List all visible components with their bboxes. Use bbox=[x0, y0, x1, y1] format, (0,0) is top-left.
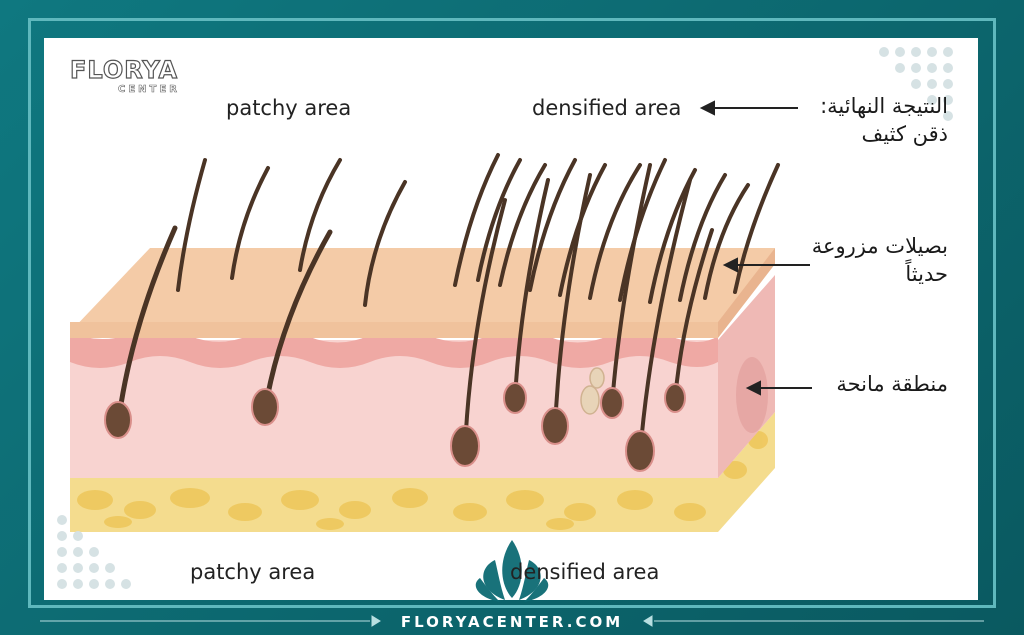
skin-surface bbox=[70, 248, 775, 332]
skin-side-edge bbox=[718, 248, 775, 338]
logo-sub-text: CENTER bbox=[118, 84, 180, 96]
annotation-donor-area: منطقة مانحة bbox=[836, 372, 948, 396]
fat-layer bbox=[70, 412, 775, 532]
footer: FLORYACENTER.COM bbox=[0, 606, 1024, 635]
dense-follicles bbox=[453, 153, 780, 457]
skin-front-edge bbox=[70, 322, 718, 338]
lotus-logo-icon bbox=[475, 540, 549, 602]
follicles-line2: حديثاً bbox=[905, 262, 948, 286]
label-patchy-area-bottom: patchy area bbox=[190, 560, 316, 584]
decor-dots-bottom-left bbox=[57, 515, 131, 589]
annotation-new-follicles: بصيلات مزروعة حديثاً bbox=[812, 232, 948, 288]
footer-url[interactable]: FLORYACENTER.COM bbox=[400, 613, 624, 631]
dense-bulbs bbox=[450, 382, 686, 472]
donor-patch bbox=[736, 357, 768, 433]
follicles-line1: بصيلات مزروعة bbox=[811, 234, 948, 258]
logo-main-text: FLORYA bbox=[69, 55, 179, 84]
patchy-bulbs bbox=[104, 388, 279, 439]
result-line2: ذقن كثيف bbox=[861, 122, 948, 146]
label-patchy-area-top: patchy area bbox=[226, 96, 352, 120]
new-grafts bbox=[580, 367, 605, 415]
footer-decor bbox=[40, 615, 984, 627]
inner-border bbox=[28, 18, 996, 608]
epidermis-band bbox=[70, 328, 718, 368]
decor-dots-top-right bbox=[879, 47, 953, 121]
label-densified-area-top: densified area bbox=[532, 96, 682, 120]
fat-cells bbox=[77, 431, 768, 530]
brand-logo: FLORYA CENTER bbox=[69, 55, 190, 102]
result-line1: النتيجة النهائية: bbox=[820, 94, 948, 118]
label-densified-area-bottom: densified area bbox=[510, 560, 660, 584]
annotation-final-result: النتيجة النهائية: ذقن كثيف bbox=[820, 92, 948, 148]
annotation-arrows bbox=[699, 100, 812, 396]
